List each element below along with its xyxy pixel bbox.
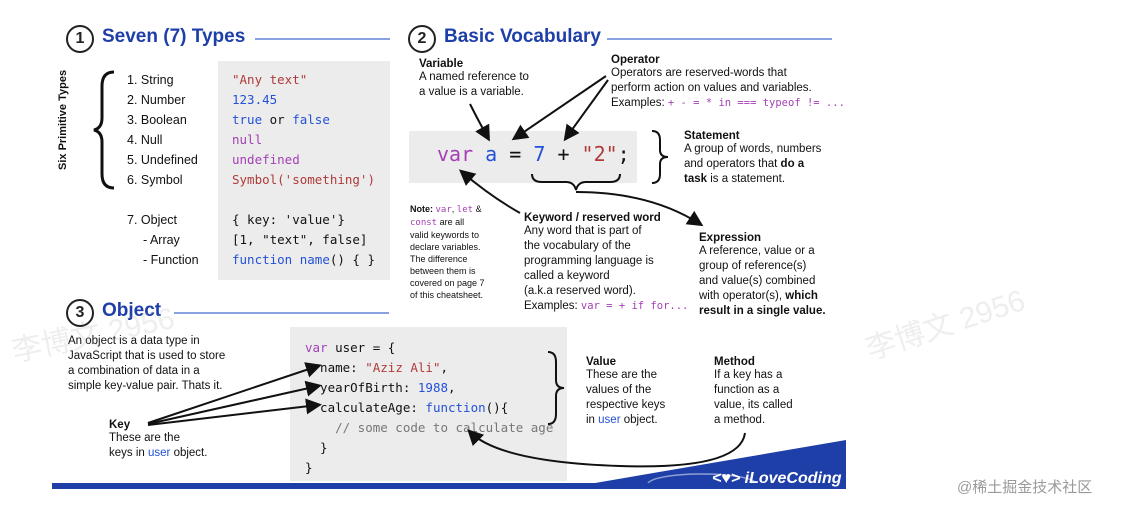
- type-null: 4. Null: [127, 133, 163, 147]
- expression-annotation: Expression A reference, value or a group…: [699, 232, 826, 317]
- section-3-rule: [174, 312, 389, 314]
- variable-arrow: [469, 103, 490, 142]
- section-2-number: 2: [408, 25, 436, 53]
- key-arrow-calc: [147, 398, 322, 426]
- brand-icon: <♥>: [712, 470, 741, 487]
- source-credit: @稀土掘金技术社区: [957, 479, 1093, 496]
- example-object: { key: 'value'}: [232, 212, 345, 227]
- key-arrow-name: [147, 362, 322, 424]
- value-annotation: Value These are the values of the respec…: [586, 356, 666, 426]
- statement-title: Statement: [684, 130, 740, 142]
- variable-annotation: Variable A named reference to a value is…: [419, 58, 529, 98]
- code-2: "2": [581, 142, 618, 166]
- method-annotation: Method If a key has a function as a valu…: [714, 356, 793, 426]
- footer-bar: [52, 483, 846, 489]
- types-code: "Any text" 123.45 true or false null und…: [232, 70, 375, 270]
- section-3-number: 3: [66, 299, 94, 327]
- type-array: - Array: [143, 233, 180, 247]
- code-7: 7: [533, 142, 546, 166]
- method-title: Method: [714, 356, 755, 368]
- example-number: 123.45: [232, 92, 278, 107]
- section-2-title: Basic Vocabulary: [444, 26, 602, 47]
- brand-logo: <♥> iLoveCoding: [712, 470, 842, 487]
- key-arrow-year: [147, 380, 322, 425]
- method-arrow: [467, 429, 746, 468]
- statement-code: var a = 7 + "2";: [437, 142, 630, 166]
- section-1-number: 1: [66, 25, 94, 53]
- value-title: Value: [586, 356, 617, 368]
- keyword-arrow: [458, 169, 521, 214]
- type-undefined: 5. Undefined: [127, 153, 198, 167]
- type-string: 1. String: [127, 73, 174, 87]
- key-annotation: Key These are the keys in user object.: [109, 419, 208, 459]
- operator-examples: Examples: + - = * in === typeof != ...: [611, 97, 845, 109]
- code-semi: ;: [617, 142, 630, 166]
- statement-annotation: Statement A group of words, numbers and …: [684, 130, 822, 185]
- value-brace: [547, 351, 565, 425]
- section-3-title: Object: [102, 300, 162, 321]
- example-symbol: Symbol('something'): [232, 172, 375, 187]
- keyword-note: Note: var, let & const are all valid key…: [410, 204, 485, 300]
- keyword-examples: Examples: var = + if for...: [524, 300, 689, 312]
- expression-arrow: [575, 191, 704, 227]
- expression-brace: [531, 173, 621, 191]
- example-array: [1, "text", false]: [232, 232, 368, 247]
- types-code-box: [218, 61, 390, 280]
- example-function: function name() { }: [232, 252, 376, 267]
- operator-annotation: Operator Operators are reserved-words th…: [611, 54, 845, 109]
- keyword-annotation: Keyword / reserved word Any word that is…: [524, 212, 689, 312]
- example-string: "Any text": [232, 72, 308, 87]
- type-boolean: 3. Boolean: [127, 113, 187, 127]
- operator-arrow-eq: [511, 75, 607, 141]
- keyword-title: Keyword / reserved word: [524, 212, 661, 224]
- object-code: var user = { name: "Aziz Ali", yearOfBir…: [305, 340, 554, 475]
- example-null: null: [232, 132, 263, 147]
- primitive-brace: [93, 70, 115, 190]
- code-var: var: [437, 142, 474, 166]
- example-undefined: undefined: [232, 152, 300, 167]
- example-boolean: true or false: [232, 112, 330, 127]
- key-title: Key: [109, 419, 131, 431]
- section-2-rule: [607, 38, 832, 40]
- statement-brace: [651, 130, 669, 184]
- type-object: 7. Object: [127, 213, 178, 227]
- section-1-rule: [255, 38, 390, 40]
- code-eq: =: [509, 142, 522, 166]
- object-description: An object is a data type in JavaScript t…: [68, 335, 226, 392]
- section-1-title: Seven (7) Types: [102, 26, 246, 47]
- code-a: a: [485, 142, 498, 166]
- expression-title: Expression: [699, 232, 761, 244]
- operator-title: Operator: [611, 54, 660, 66]
- operator-arrow-plus: [563, 79, 609, 142]
- type-number: 2. Number: [127, 93, 186, 107]
- code-plus: +: [557, 142, 570, 166]
- type-symbol: 6. Symbol: [127, 173, 183, 187]
- type-function: - Function: [143, 253, 199, 267]
- variable-title: Variable: [419, 58, 464, 70]
